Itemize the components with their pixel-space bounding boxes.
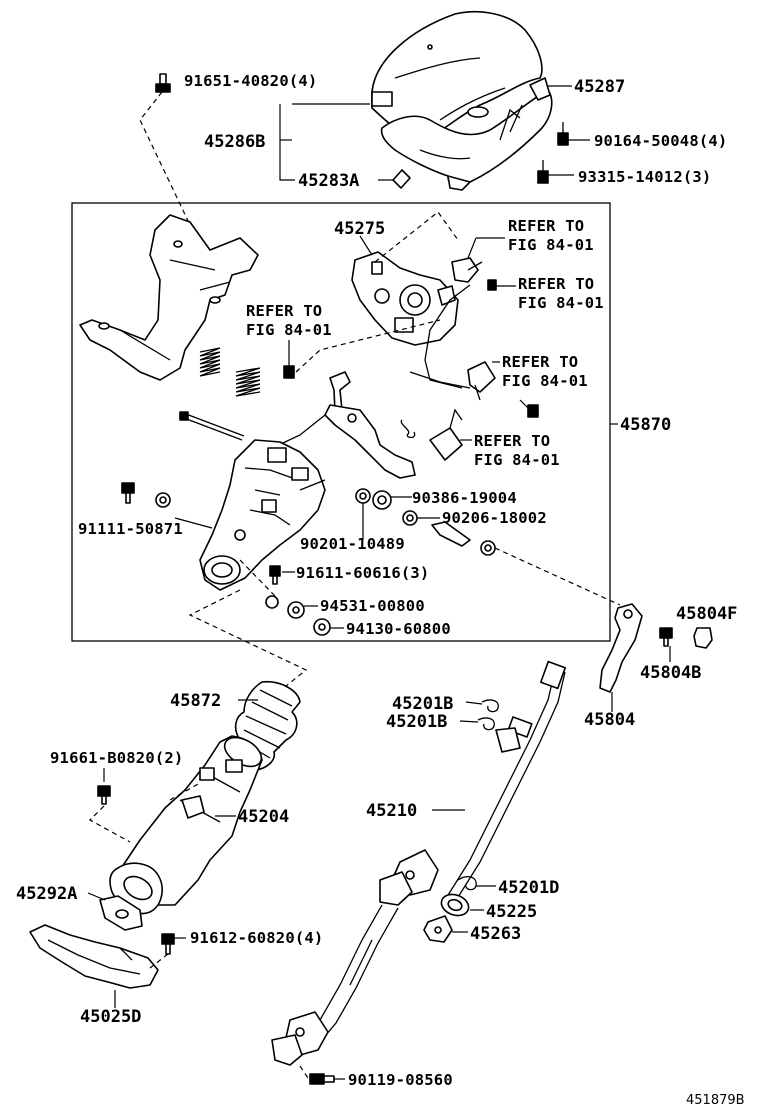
column-cover-lower [380,77,553,191]
connector-refer-4 [467,361,496,401]
screw-refer-3 [283,365,295,379]
nut-94531 [265,595,305,619]
label-45201B-1: 45201B [392,694,453,714]
screw-45804B [659,627,673,647]
washer-90206 [402,510,418,526]
label-45804: 45804 [584,710,635,730]
label-45201B-2: 45201B [386,712,447,732]
label-45870: 45870 [620,415,671,435]
screw-91661 [97,785,111,805]
label-refer3-line2: FIG 84-01 [246,321,332,339]
label-45201D: 45201D [498,878,559,898]
label-45804F: 45804F [676,604,737,624]
bolt-91611 [269,565,281,585]
screw-refer-2 [487,279,497,291]
washer-90201 [355,488,371,504]
label-91661: 91661-B0820(2) [50,749,183,767]
label-45804B: 45804B [640,663,701,683]
label-90164: 90164-50048(4) [594,132,727,150]
bolt-91111 [121,482,135,504]
label-90201: 90201-10489 [300,535,405,553]
screw-90164 [557,122,569,146]
clip-small [400,419,416,439]
bushing-90386 [372,490,392,510]
label-91611: 91611-60616(3) [296,564,429,582]
label-45263: 45263 [470,924,521,944]
bracket-45025D [29,924,159,989]
label-refer4-line1: REFER TO [502,353,578,371]
label-94130: 94130-60800 [346,620,451,638]
label-45025D: 45025D [80,1007,141,1027]
label-91612: 91612-60820(4) [190,929,323,947]
connector-refer-5 [429,408,463,461]
key-cylinder-housing-45275 [351,251,459,346]
clip-45201B-1 [481,699,499,713]
spring-1 [199,347,221,377]
label-refer5-line2: FIG 84-01 [474,451,560,469]
lever-45804 [599,603,643,693]
label-91651: 91651-40820(4) [184,72,317,90]
screw-93315 [537,160,549,184]
plate-45292A [99,895,143,931]
label-45283A: 45283A [298,171,359,191]
label-refer2-line2: FIG 84-01 [518,294,604,312]
label-91111: 91111-50871 [78,520,183,538]
screw-91612 [161,933,175,955]
label-refer2-line1: REFER TO [518,275,594,293]
assembly-45870-frame [71,202,611,642]
spring-2 [235,367,261,397]
label-45292A: 45292A [16,884,77,904]
clip-45201B-2 [477,717,495,731]
label-93315: 93315-14012(3) [578,168,711,186]
label-90386: 90386-19004 [412,489,517,507]
pin-bolt [431,521,496,556]
label-45210: 45210 [366,801,417,821]
figure-id: 451879B [686,1093,745,1108]
label-45872: 45872 [170,691,221,711]
column-support-bracket [79,214,259,381]
screw-91651 [155,73,171,93]
label-45287: 45287 [574,77,625,97]
label-refer1-line1: REFER TO [508,217,584,235]
label-refer5-line1: REFER TO [474,432,550,450]
steering-shaft-45210 [379,660,567,906]
label-90119: 90119-08560 [348,1071,453,1089]
long-bolt [179,411,245,441]
nut-94130 [313,618,331,636]
tilt-steering-head [199,439,326,591]
label-refer1-line2: FIG 84-01 [508,236,594,254]
switch-refer-1 [451,257,483,283]
bolt-90119 [309,1073,335,1085]
pad-45283A [392,169,411,189]
nut-45263 [423,915,453,943]
label-45275: 45275 [334,219,385,239]
label-45286B: 45286B [204,132,265,152]
lower-shaft [271,904,399,1066]
label-45204: 45204 [238,807,289,827]
screw-refer-4b [527,404,539,418]
label-refer3-line1: REFER TO [246,302,322,320]
label-refer4-line2: FIG 84-01 [502,372,588,390]
knob-45804F [693,627,713,649]
label-90206: 90206-18002 [442,509,547,527]
tilt-lever [267,371,416,479]
label-94531: 94531-00800 [320,597,425,615]
nut-91111 [155,492,171,508]
label-45225: 45225 [486,902,537,922]
bushing-45225 [440,893,470,917]
